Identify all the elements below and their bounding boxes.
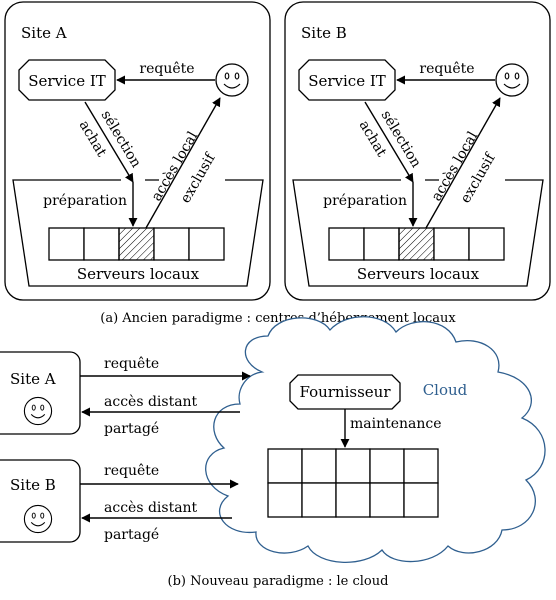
server-slot — [188, 227, 225, 261]
server-slot — [83, 227, 120, 261]
local-access-arrow — [145, 97, 221, 229]
server-slot — [369, 482, 405, 518]
site-a-shared-label: partagé — [104, 421, 159, 437]
server-slot — [403, 482, 439, 518]
site-a-request-label: requête — [104, 356, 159, 372]
cloud-label: Cloud — [423, 381, 468, 399]
dedicated-server-slot — [118, 227, 155, 261]
preparation-label: préparation — [43, 193, 127, 209]
cloud-site-a-box — [0, 351, 81, 435]
server-slot — [267, 482, 303, 518]
server-slot — [433, 227, 470, 261]
request-label: requête — [139, 61, 194, 77]
cloud-site-b-box — [0, 459, 81, 543]
server-slot — [363, 227, 400, 261]
server-slot — [335, 448, 371, 484]
server-slot — [153, 227, 190, 261]
service-it-box — [18, 59, 116, 101]
request-label: requête — [419, 61, 474, 77]
cloud-shape — [205, 316, 546, 563]
service-it-label: Service IT — [28, 72, 106, 90]
local-access-arrow — [425, 97, 501, 229]
caption-b: (b) Nouveau paradigme : le cloud — [168, 574, 389, 589]
server-slot — [267, 448, 303, 484]
local-servers-label: Serveurs locaux — [77, 265, 200, 283]
site-b-title: Site B — [301, 24, 347, 42]
selection-purchase-arrow — [364, 101, 414, 183]
cloud-panel: Fournisseur Cloud maintenance Site A req… — [0, 316, 546, 563]
selection-purchase-arrow — [84, 101, 134, 183]
server-slot — [301, 482, 337, 518]
cloud-site-a-title: Site A — [10, 370, 56, 388]
user-smiley-icon — [495, 63, 529, 97]
site-b-panel: Site B Service IT requête sélection acha… — [284, 1, 551, 301]
site-b-remote-access-label: accès distant — [104, 500, 198, 516]
site-a-title: Site A — [21, 24, 67, 42]
dedicated-server-slot — [398, 227, 435, 261]
site-a-smiley-icon — [23, 396, 53, 426]
provider-box — [289, 374, 401, 410]
maintenance-label: maintenance — [350, 416, 442, 432]
service-it-label: Service IT — [308, 72, 386, 90]
preparation-label: préparation — [323, 193, 407, 209]
site-b-smiley-icon — [23, 504, 53, 534]
site-b-shared-label: partagé — [104, 527, 159, 543]
provider-label: Fournisseur — [299, 383, 391, 401]
server-rack — [48, 227, 225, 261]
site-a-panel: Site A Service IT requête sélection acha… — [4, 1, 271, 301]
server-slot — [301, 448, 337, 484]
server-slot — [403, 448, 439, 484]
server-slot — [468, 227, 505, 261]
local-servers-label: Serveurs locaux — [357, 265, 480, 283]
site-b-request-label: requête — [104, 463, 159, 479]
service-it-box — [298, 59, 396, 101]
user-smiley-icon — [215, 63, 249, 97]
site-a-remote-access-label: accès distant — [104, 394, 198, 410]
server-slot — [48, 227, 85, 261]
server-slot — [335, 482, 371, 518]
server-slot — [328, 227, 365, 261]
shared-server-grid — [267, 448, 439, 518]
cloud-site-b-title: Site B — [10, 476, 56, 494]
server-rack — [328, 227, 505, 261]
server-slot — [369, 448, 405, 484]
